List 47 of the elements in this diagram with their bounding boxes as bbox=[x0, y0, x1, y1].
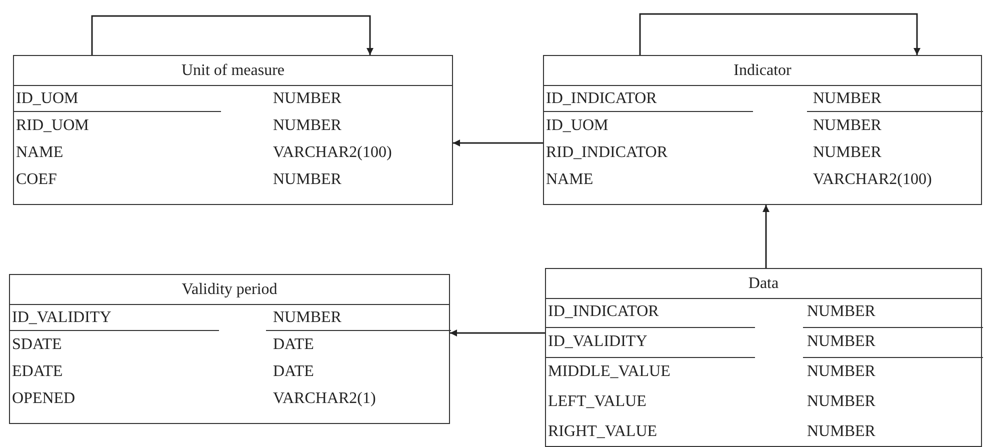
column-name: RID_UOM bbox=[16, 117, 89, 135]
data-type: NUMBER bbox=[813, 117, 882, 135]
entity-table bbox=[13, 55, 453, 205]
column-name: NAME bbox=[16, 144, 64, 162]
data-type: NUMBER bbox=[273, 309, 342, 327]
data-type: NUMBER bbox=[807, 303, 876, 321]
data-type: NUMBER bbox=[807, 363, 876, 381]
column-name: SDATE bbox=[12, 336, 62, 354]
column-name: ID_INDICATOR bbox=[548, 303, 659, 321]
data-type: NUMBER bbox=[273, 171, 342, 189]
data-type: NUMBER bbox=[273, 90, 342, 108]
arrow bbox=[91, 15, 374, 55]
table-title: Validity period bbox=[10, 275, 449, 305]
column-name: ID_INDICATOR bbox=[546, 90, 657, 108]
data-type: NUMBER bbox=[813, 144, 882, 162]
table-title: Unit of measure bbox=[14, 56, 452, 86]
data-type: DATE bbox=[273, 363, 314, 381]
column-name: RIGHT_VALUE bbox=[548, 423, 658, 441]
entity-table bbox=[9, 274, 450, 424]
arrow bbox=[639, 13, 920, 55]
data-type: VARCHAR2(100) bbox=[813, 171, 932, 189]
data-type: NUMBER bbox=[813, 90, 882, 108]
data-type: DATE bbox=[273, 336, 314, 354]
data-type: NUMBER bbox=[807, 423, 876, 441]
data-type: VARCHAR2(1) bbox=[273, 390, 376, 408]
data-type: NUMBER bbox=[273, 117, 342, 135]
column-name: ID_VALIDITY bbox=[548, 333, 648, 351]
column-name: OPENED bbox=[12, 390, 76, 408]
column-name: LEFT_VALUE bbox=[548, 393, 646, 411]
column-name: ID_VALIDITY bbox=[12, 309, 112, 327]
data-type: NUMBER bbox=[807, 393, 876, 411]
table-title: Indicator bbox=[544, 56, 981, 86]
column-name: NAME bbox=[546, 171, 594, 189]
column-name: ID_UOM bbox=[16, 90, 78, 108]
arrow bbox=[453, 140, 543, 146]
data-type: VARCHAR2(100) bbox=[273, 144, 392, 162]
column-name: ID_UOM bbox=[546, 117, 608, 135]
table-title: Data bbox=[546, 269, 981, 299]
column-name: COEF bbox=[16, 171, 57, 189]
column-name: RID_INDICATOR bbox=[546, 144, 668, 162]
column-name: EDATE bbox=[12, 363, 63, 381]
arrow bbox=[450, 330, 545, 336]
column-name: MIDDLE_VALUE bbox=[548, 363, 670, 381]
data-type: NUMBER bbox=[807, 333, 876, 351]
arrow bbox=[762, 205, 770, 268]
entity-table bbox=[545, 268, 982, 447]
entity-table bbox=[543, 55, 982, 205]
